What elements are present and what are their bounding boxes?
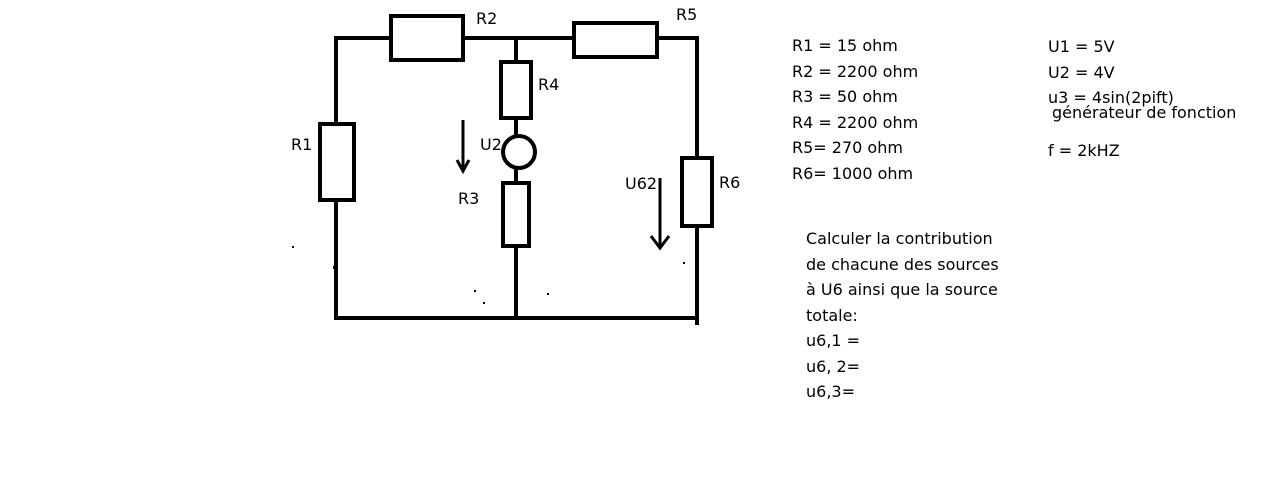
resistor-value: R3 = 50 ohm: [792, 87, 898, 106]
stray-dot: [292, 246, 294, 248]
resistor-values-list: R1 = 15 ohm R2 = 2200 ohm R3 = 50 ohm R4…: [792, 33, 918, 186]
arrow-u2-head: [455, 159, 471, 175]
question-line: de chacune des sources: [806, 254, 999, 274]
stray-dot: [474, 290, 476, 292]
answer-line: u6,1 =: [806, 331, 861, 350]
source-u3: u3 = 4sin(2pift): [1048, 88, 1174, 107]
resistor-r6: [680, 156, 714, 228]
arrow-u62-head: [649, 235, 671, 251]
resistor-value: R2 = 2200 ohm: [792, 61, 919, 81]
label-u62: U62: [625, 174, 658, 193]
question-line: Calculer la contribution: [806, 229, 993, 248]
frequency-label: f = 2kHZ: [1048, 141, 1120, 160]
stray-dot: [333, 266, 336, 269]
label-r1: R1: [291, 135, 313, 154]
resistor-value: R6= 1000 ohm: [792, 163, 914, 183]
stray-dot: [483, 302, 485, 304]
resistor-value: R4 = 2200 ohm: [792, 112, 919, 132]
generator-label: générateur de fonction: [1052, 103, 1237, 122]
answer-line: u6,3=: [806, 382, 855, 401]
label-r3: R3: [458, 189, 480, 208]
question-line: totale:: [806, 305, 858, 325]
resistor-value: R1 = 15 ohm: [792, 36, 898, 55]
question-line: à U6 ainsi que la source: [806, 280, 998, 299]
resistor-r1: [318, 122, 356, 202]
stray-dot: [683, 262, 685, 264]
answer-line: u6, 2=: [806, 356, 861, 376]
label-r5: R5: [676, 5, 698, 24]
resistor-r4: [499, 60, 533, 120]
resistor-r3: [501, 181, 531, 248]
question-block: Calculer la contribution de chacune des …: [806, 226, 999, 405]
source-u2: U2 = 4V: [1048, 63, 1115, 82]
resistor-r5: [572, 21, 659, 59]
label-r6: R6: [719, 173, 741, 192]
label-u2: U2: [480, 135, 502, 154]
label-r4: R4: [538, 75, 560, 94]
stray-dot: [696, 289, 699, 292]
voltage-source-u2: [501, 134, 537, 170]
source-u1: U1 = 5V: [1048, 37, 1115, 56]
stray-dot: [547, 293, 549, 295]
label-r2: R2: [476, 9, 498, 28]
resistor-r2: [389, 14, 465, 62]
resistor-value: R5= 270 ohm: [792, 138, 903, 157]
